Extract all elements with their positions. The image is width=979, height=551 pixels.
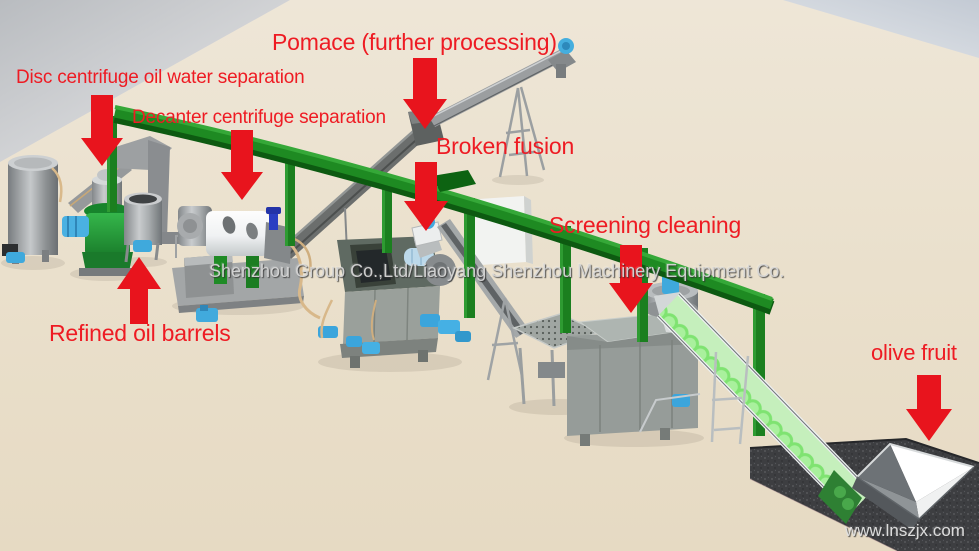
website-watermark: www.lnszjx.com: [845, 521, 965, 540]
wall-corner-left: [0, 0, 290, 162]
wall-corner-right: [783, 0, 979, 58]
label-decanter: Decanter centrifuge separation: [132, 107, 386, 128]
washing-tank: [567, 313, 701, 446]
arrow-down-pomace-icon: [403, 58, 447, 129]
arrow-down-decanter-icon: [221, 130, 263, 200]
barrel-pump: [133, 240, 152, 252]
company-watermark: Shenzhou Group Co.,Ltd/Liaoyang Shenzhou…: [209, 261, 785, 281]
arrow-up-refined-oil-icon: [117, 257, 161, 324]
decanter-pump: [196, 308, 218, 322]
label-screening-cleaning: Screening cleaning: [549, 212, 742, 238]
elevator-legs: [710, 351, 750, 445]
decanter-valve: [269, 212, 278, 230]
feed-screw-conveyor: [437, 219, 529, 381]
arrow-down-disc-centrifuge-icon: [81, 95, 123, 166]
screw-tube: [429, 48, 569, 127]
arrow-down-broken-fusion-icon: [404, 162, 448, 231]
arrow-down-screening-icon: [609, 245, 653, 313]
cleated-elevator-conveyor: [654, 292, 873, 524]
malaxer-pumps: [318, 314, 471, 354]
decanter-bowl: [206, 211, 269, 256]
annotation-arrows: [81, 58, 952, 441]
discharge-spout: [548, 50, 576, 72]
oil-water-tank: [2, 155, 63, 264]
receiving-hopper: [852, 442, 975, 530]
decanter-centrifuge: [172, 206, 321, 322]
label-olive-fruit: olive fruit: [871, 340, 957, 365]
refined-oil-barrel: [124, 192, 162, 263]
tube-tripod: [498, 86, 546, 178]
label-disc-centrifuge: Disc centrifuge oil water separation: [16, 67, 305, 88]
disc-centrifuge: [62, 169, 135, 276]
label-broken-fusion: Broken fusion: [436, 133, 575, 159]
malaxer-tank: [318, 236, 471, 368]
label-refined-oil-barrels: Refined oil barrels: [49, 320, 231, 346]
label-pomace: Pomace (further processing): [272, 29, 557, 55]
arrow-down-olive-fruit-icon: [906, 375, 952, 441]
elevator-belt: [658, 294, 871, 514]
rack-elbow: [432, 170, 476, 192]
